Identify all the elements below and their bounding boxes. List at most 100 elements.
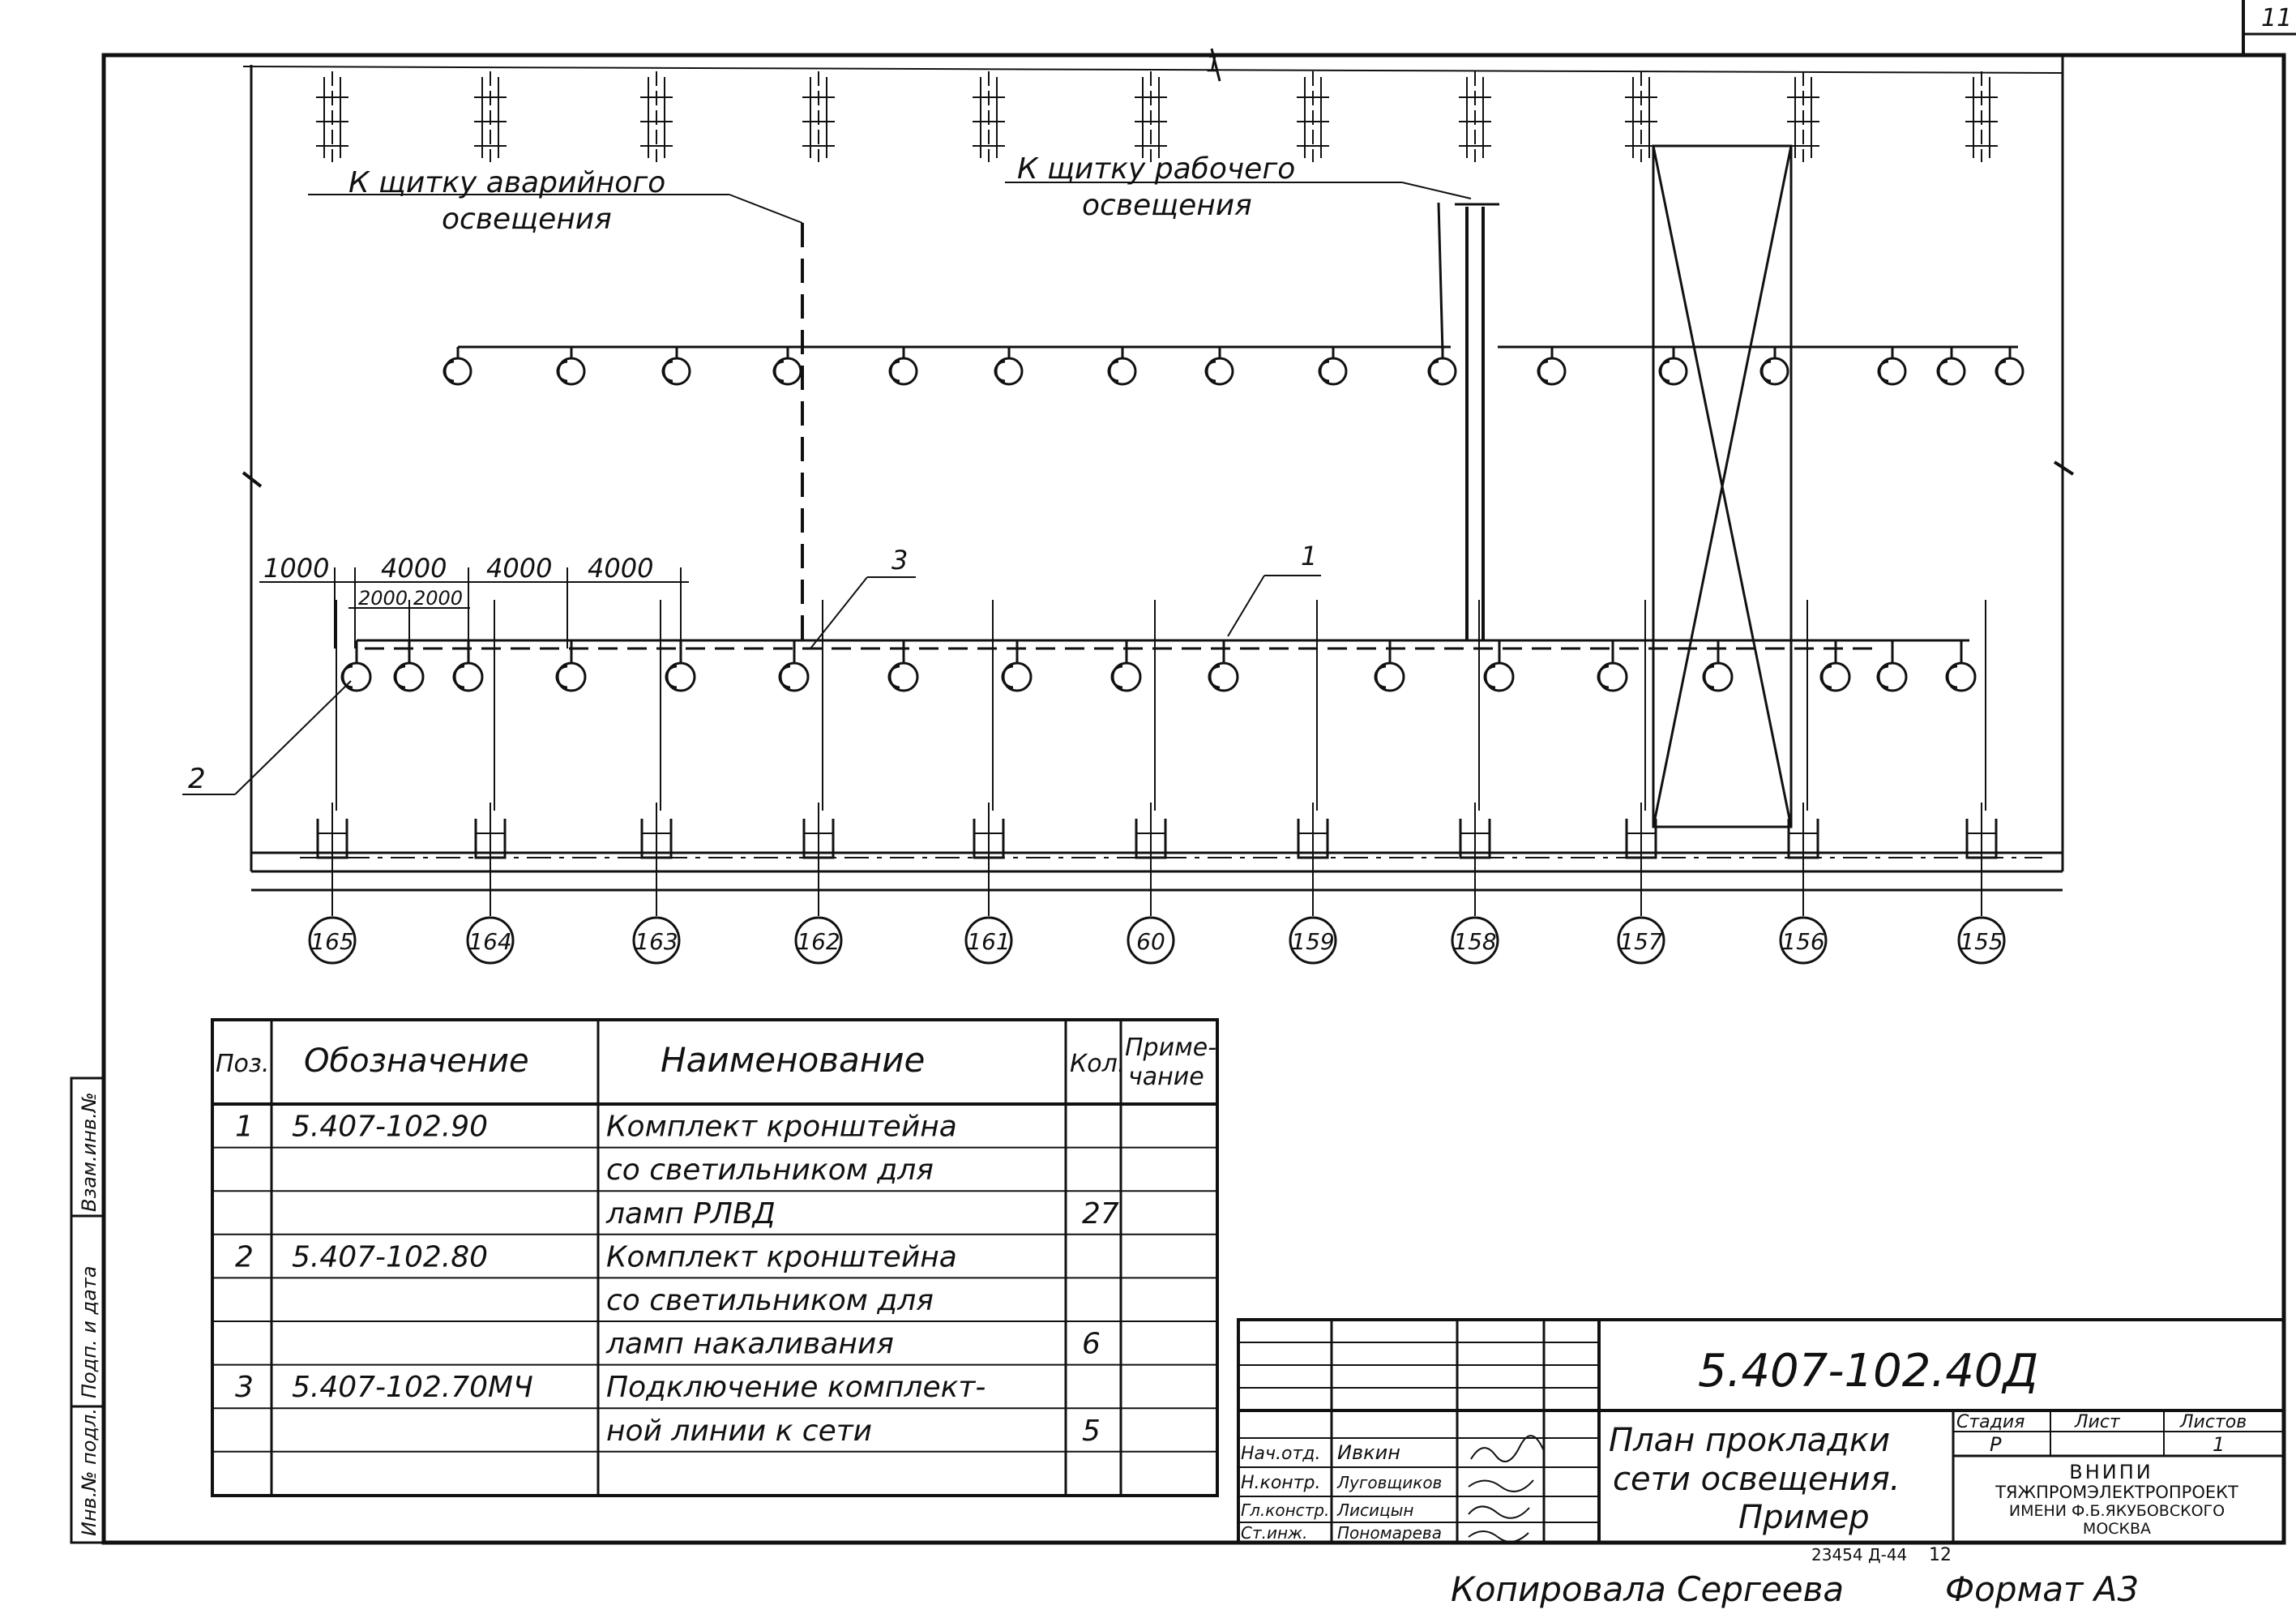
column-bottom-icon xyxy=(316,600,348,916)
luminaire-icon xyxy=(1936,347,1966,386)
luminaire-icon xyxy=(443,347,472,386)
callout-pos3: 3 xyxy=(891,545,908,576)
axis-bubble: 155 xyxy=(1957,916,2006,965)
role-1: Нач.отд. xyxy=(1241,1444,1321,1464)
axis-label: 163 xyxy=(635,928,678,955)
name-2: Луговщиков xyxy=(1336,1473,1442,1492)
sheet-label: Лист xyxy=(2074,1412,2121,1432)
luminaire-icon xyxy=(1876,640,1908,692)
note-working-line1: К щитку рабочего xyxy=(1017,152,1295,186)
column-bottom-icon xyxy=(1787,600,1819,916)
panel-notes: К щитку аварийного освещения К щитку раб… xyxy=(308,152,1472,236)
column-bottom-icon xyxy=(1625,600,1657,916)
luminaire-icon xyxy=(778,640,810,692)
column-top-icon xyxy=(474,71,507,162)
inventory-extra: 12 xyxy=(1929,1545,1952,1565)
luminaire-icon xyxy=(665,640,696,692)
table-row: со светильником для xyxy=(212,1284,1217,1322)
luminaire-icon xyxy=(1110,640,1142,692)
side-stamp-replace: Взам.инв.№ xyxy=(78,1092,100,1212)
luminaire-icon xyxy=(1995,347,2024,386)
title-line2: сети освещения. xyxy=(1613,1461,1900,1498)
cell-qty: 27 xyxy=(1082,1197,1119,1231)
luminaire-icon xyxy=(1819,640,1851,692)
axis-label: 158 xyxy=(1453,928,1496,955)
axis-label: 157 xyxy=(1619,928,1663,955)
column-bottom-icon xyxy=(474,600,507,916)
stage-value: Р xyxy=(1990,1433,2002,1456)
sheet-number: 11 xyxy=(2261,4,2292,32)
title-block: 5.407-102.40Д План прокладки сети освеще… xyxy=(1237,1318,2285,1565)
luminaire-icon xyxy=(1001,640,1033,692)
luminaire-icon xyxy=(888,347,918,386)
cell-pos: 1 xyxy=(235,1111,254,1144)
luminaire-icon xyxy=(1537,347,1567,386)
crane xyxy=(1652,144,1793,828)
org-line3: ИМЕНИ Ф.Б.ЯКУБОВСКОГО xyxy=(2009,1502,2225,1520)
axis-label: 155 xyxy=(1960,928,2003,955)
luminaire-icon xyxy=(1702,640,1734,692)
th-designation: Обозначение xyxy=(304,1042,529,1080)
org-line1: ВНИПИ xyxy=(2069,1461,2153,1483)
inventory-number: 23454 Д-44 xyxy=(1811,1545,1907,1564)
axis-top-label: 1 xyxy=(1206,50,1221,77)
luminaire-icon xyxy=(1318,347,1348,386)
callouts: 3 1 2 xyxy=(182,541,1321,795)
column-bottom-icon xyxy=(802,600,835,916)
working-feeders xyxy=(1437,202,1499,642)
axis-label: 156 xyxy=(1781,928,1824,955)
note-emergency-line2: освещения xyxy=(442,203,612,236)
luminaire-icon xyxy=(1483,640,1515,692)
luminaire-icon xyxy=(556,347,586,386)
cell-qty: 5 xyxy=(1082,1415,1101,1448)
luminaire-icon xyxy=(340,640,372,692)
axis-bubble: 158 xyxy=(1451,916,1499,965)
cell-name: со светильником для xyxy=(606,1284,934,1317)
footer-copied-by: Копировала Сергеева xyxy=(1451,1569,1844,1609)
side-stamp-sign: Подп. и дата xyxy=(78,1266,100,1399)
axis-bubble: 156 xyxy=(1779,916,1828,965)
name-1: Ивкин xyxy=(1337,1441,1400,1464)
cell-name: Комплект кронштейна xyxy=(606,1240,957,1273)
cell-designation: 5.407-102.90 xyxy=(292,1111,488,1144)
column-top-icon xyxy=(316,71,348,162)
document-code: 5.407-102.40Д xyxy=(1698,1345,2038,1398)
luminaire-icon xyxy=(661,347,691,386)
column-top-icon xyxy=(1459,71,1491,162)
luminaire-icon xyxy=(1658,347,1688,386)
column-top-icon xyxy=(1787,71,1819,162)
lower-luminaire-row xyxy=(340,640,1977,692)
luminaire-icon xyxy=(1759,347,1789,386)
luminaire-icon xyxy=(1204,347,1234,386)
luminaire-icon xyxy=(772,347,802,386)
dim-2000-1: 2000 xyxy=(358,587,408,610)
axis-label: 165 xyxy=(310,928,353,955)
axis-label: 164 xyxy=(468,928,511,955)
building-outline: 1 xyxy=(242,48,2075,892)
luminaire-icon xyxy=(1208,640,1239,692)
axis-bubble: 162 xyxy=(794,916,843,965)
column-top-icon xyxy=(1135,71,1167,162)
dim-2000-2: 2000 xyxy=(413,587,463,610)
column-bottom-icon xyxy=(1297,600,1329,916)
luminaire-icon xyxy=(1945,640,1977,692)
luminaire-icon xyxy=(1597,640,1628,692)
cell-name: Комплект кронштейна xyxy=(606,1111,957,1144)
dim-4000-1: 4000 xyxy=(381,553,447,584)
column-top-icon xyxy=(640,71,673,162)
footer-format: Формат А3 xyxy=(1945,1569,2139,1609)
axis-label: 162 xyxy=(797,928,840,955)
signature-3 xyxy=(1468,1505,1530,1519)
cell-pos: 2 xyxy=(235,1240,254,1273)
axis-label: 161 xyxy=(967,928,1010,955)
sheet-frame: 11 xyxy=(101,0,2296,1545)
title-line1: План прокладки xyxy=(1609,1422,1890,1459)
dimension-chain: 1000 4000 4000 4000 2000 2000 xyxy=(259,553,689,648)
axis-bubble: 157 xyxy=(1617,916,1665,965)
th-pos: Поз. xyxy=(216,1050,269,1078)
